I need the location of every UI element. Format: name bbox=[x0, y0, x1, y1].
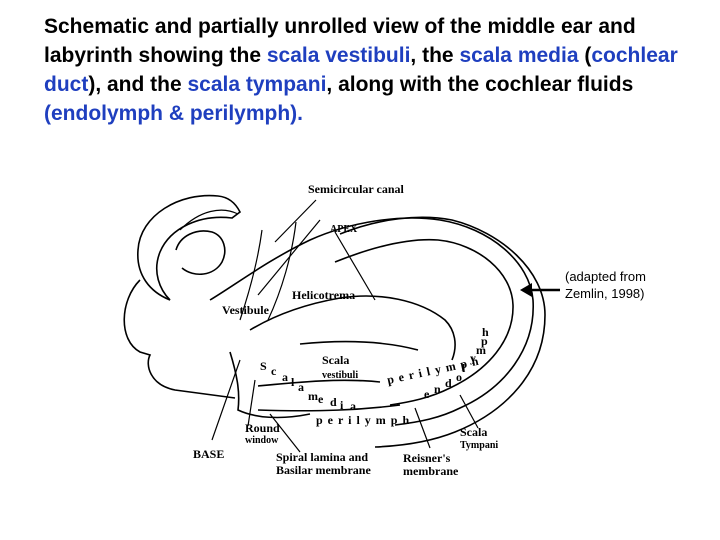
curved-letter: n bbox=[434, 382, 441, 396]
label-reisner-2: membrane bbox=[403, 464, 459, 478]
leader-round bbox=[211, 359, 241, 441]
curved-letter: m bbox=[308, 389, 318, 403]
label-helicotrema: Helicotrema bbox=[292, 288, 355, 302]
label-window: window bbox=[245, 435, 279, 446]
leader-spiral bbox=[269, 413, 301, 453]
leader-apex bbox=[257, 219, 321, 296]
title-highlight: scala tympani bbox=[187, 73, 327, 96]
curved-letter: y bbox=[470, 351, 476, 365]
label-reisner-1: Reisner's bbox=[403, 451, 451, 465]
title-text: ( bbox=[578, 44, 592, 67]
curved-letter: e bbox=[318, 392, 324, 406]
label-apex: APEX bbox=[330, 224, 358, 235]
cochlea-inner-curve-2 bbox=[299, 340, 419, 351]
curved-letter: p bbox=[481, 334, 488, 348]
curved-letter: d bbox=[445, 376, 452, 390]
label-round: Round bbox=[245, 421, 280, 435]
credit-text: (adapted from Zemlin, 1998) bbox=[565, 269, 646, 301]
curved-letter: a bbox=[282, 370, 288, 384]
title-text: , the bbox=[410, 44, 460, 67]
label-spiral-lamina-1: Spiral lamina and bbox=[276, 450, 368, 464]
curved-letter: a bbox=[298, 380, 304, 394]
leader-semicircular bbox=[274, 199, 317, 243]
curved-letter: i bbox=[340, 398, 344, 412]
leader-helicotrema bbox=[334, 231, 376, 301]
label-spiral-lamina-2: Basilar membrane bbox=[276, 463, 371, 477]
base-line-lower bbox=[257, 404, 401, 412]
semicircular-canal-inner bbox=[175, 230, 226, 275]
vestibule-outline bbox=[123, 279, 236, 399]
title-text: ), and the bbox=[88, 73, 188, 96]
leader-tympani bbox=[459, 394, 479, 429]
label-semicircular-canal: Semicircular canal bbox=[308, 182, 405, 196]
curved-letter: h bbox=[482, 325, 489, 339]
curved-letter: o bbox=[456, 370, 462, 384]
title-highlight: (endolymph & perilymph). bbox=[44, 102, 304, 125]
page-title: Schematic and partially unrolled view of… bbox=[44, 12, 704, 128]
curved-letter: e bbox=[424, 387, 430, 401]
title-highlight: scala media bbox=[459, 44, 579, 67]
title-highlight: scala vestibuli bbox=[266, 44, 411, 67]
label-scala-tympani-1: Scala bbox=[460, 425, 487, 439]
leader-base bbox=[247, 379, 256, 427]
vestibule-body bbox=[209, 217, 534, 426]
pointer-arrow-head bbox=[520, 283, 532, 297]
title-text: Schematic and partially unrolled view of… bbox=[44, 15, 636, 67]
perilymph-lower: p e r i l y m p h bbox=[316, 413, 410, 427]
curved-letter: d bbox=[330, 395, 337, 409]
curved-letter: m bbox=[476, 343, 486, 357]
inner-rings bbox=[179, 209, 297, 321]
label-scala-tympani-2: Tympani bbox=[460, 440, 498, 451]
leader-reisner bbox=[414, 407, 431, 449]
curved-letter: S bbox=[260, 359, 267, 373]
label-base: BASE bbox=[193, 447, 224, 461]
curved-letter: a bbox=[350, 399, 356, 413]
label-vestibule: Vestibule bbox=[222, 303, 270, 317]
semicircular-canal-outline bbox=[137, 194, 242, 301]
cochlea-outer-2 bbox=[339, 216, 546, 448]
label-scala: Scala bbox=[322, 353, 349, 367]
label-vestibuli: vestibuli bbox=[322, 370, 358, 381]
cochlea-outer-1 bbox=[334, 238, 514, 406]
curved-letter: c bbox=[271, 364, 277, 378]
curved-letter: l bbox=[291, 375, 295, 389]
title-highlight: cochlear duct bbox=[44, 44, 678, 96]
curved-letter: l bbox=[462, 361, 466, 375]
title-text: , along with the cochlear fluids bbox=[326, 73, 634, 96]
cochlea-inner-curve bbox=[249, 295, 456, 361]
base-line-upper bbox=[257, 379, 381, 387]
